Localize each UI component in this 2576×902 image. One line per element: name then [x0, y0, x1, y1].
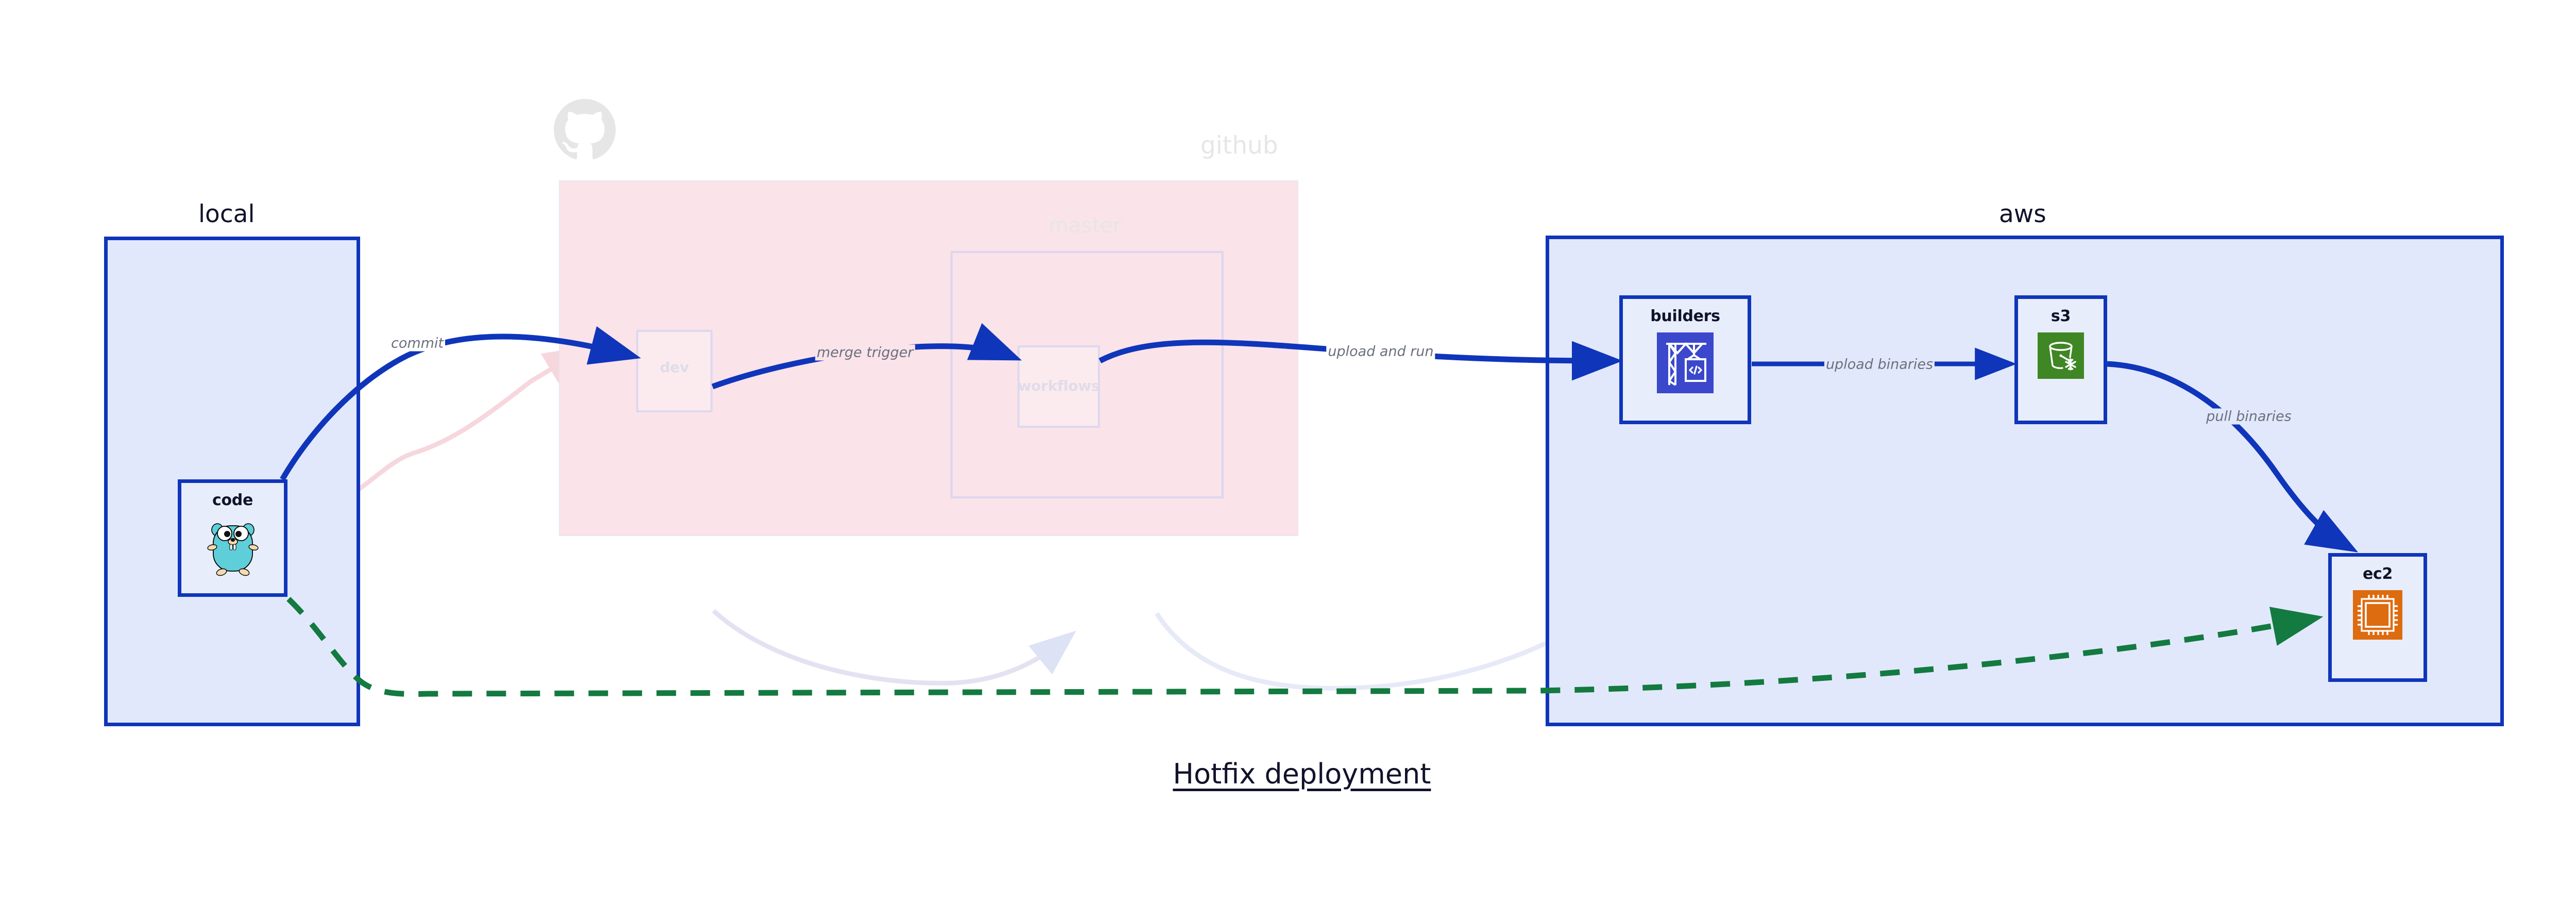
group-title-master: master — [1048, 214, 1122, 238]
node-builders[interactable]: builders — [1619, 295, 1751, 424]
node-s3[interactable]: s3 — [2014, 295, 2107, 424]
node-label-code: code — [212, 491, 253, 509]
aws-codebuild-icon — [1657, 332, 1714, 396]
node-label-workflows: workflows — [1018, 377, 1100, 394]
github-octocat-icon — [554, 99, 616, 163]
edge-label-pull-binaries: pull binaries — [2205, 408, 2293, 425]
node-ec2[interactable]: ec2 — [2328, 553, 2427, 682]
group-title-local: local — [198, 200, 255, 228]
node-label-builders: builders — [1650, 307, 1720, 325]
edge-label-commit: commit — [389, 335, 446, 352]
node-dev[interactable]: dev — [636, 330, 713, 412]
node-label-ec2: ec2 — [2362, 565, 2393, 583]
edge-label-upload-and-run: upload and run — [1326, 343, 1435, 360]
aws-ec2-chip-icon — [2353, 590, 2402, 642]
group-title-github: github — [1200, 131, 1278, 160]
diagram-title: Hotfix deployment — [1173, 758, 1431, 790]
node-label-s3: s3 — [2050, 307, 2071, 325]
node-workflows[interactable]: workflows — [1018, 345, 1100, 428]
edge-label-merge-trigger: merge trigger — [815, 344, 915, 361]
faded-edge-dev-workflows — [711, 609, 1076, 686]
edge-label-upload-binaries: upload binaries — [1824, 356, 1935, 373]
aws-s3-glacier-icon — [2038, 332, 2084, 381]
go-gopher-icon — [206, 516, 260, 580]
node-code[interactable]: code — [178, 479, 287, 597]
node-label-dev: dev — [659, 359, 689, 376]
group-title-aws: aws — [1999, 200, 2046, 228]
